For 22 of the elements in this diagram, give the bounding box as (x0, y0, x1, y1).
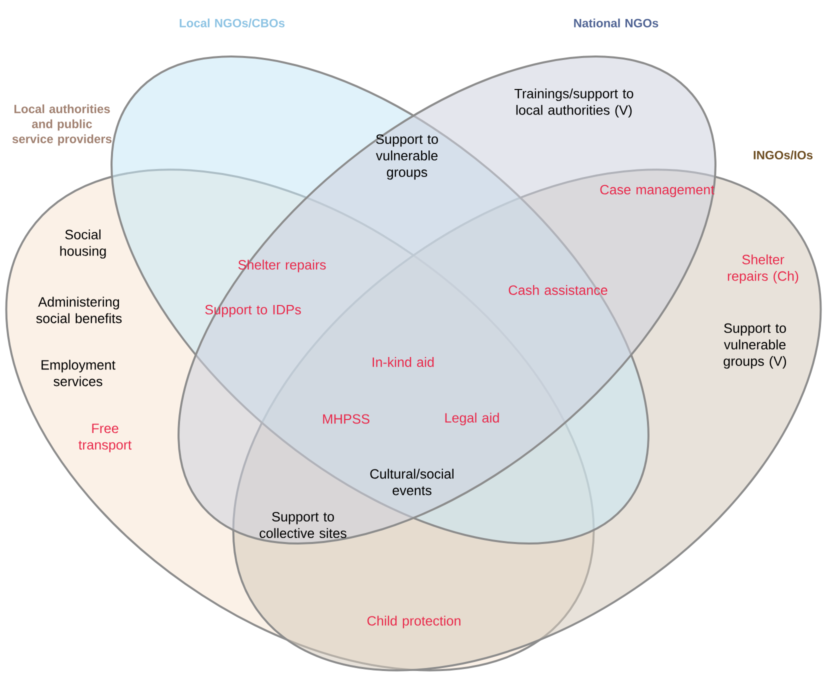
region-label: Free transport (78, 424, 132, 452)
region-label: Cash assistance (508, 285, 608, 295)
region-label: Shelter repairs (238, 260, 326, 272)
region-label: Support to vulnerable groups (V) (724, 323, 786, 369)
region-label: Case management (600, 184, 714, 198)
region-label: Support to vulnerable groups (376, 134, 438, 180)
region-label: In-kind aid (372, 357, 434, 367)
set-heading: Local NGOs/CBOs (180, 18, 285, 28)
region-label: Support to IDPs (205, 304, 301, 318)
region-label: Shelter repairs (Ch) (728, 254, 798, 284)
region-label: Employment services (42, 360, 116, 386)
region-label: Trainings/support to local authorities (V) (514, 88, 634, 118)
set-heading: Local authorities and public service providers (12, 104, 112, 146)
region-label: MHPSS (323, 414, 370, 424)
region-label: Legal aid (445, 412, 499, 426)
region-label: Social housing (60, 229, 106, 259)
region-label: Child protection (367, 616, 460, 628)
set-heading: National NGOs (574, 18, 658, 28)
region-label: Support to collective sites (260, 512, 346, 538)
region-label: Cultural/social events (370, 468, 454, 496)
set-heading: INGOs/IOs (754, 150, 813, 160)
region-label: Administering social benefits (36, 296, 122, 324)
